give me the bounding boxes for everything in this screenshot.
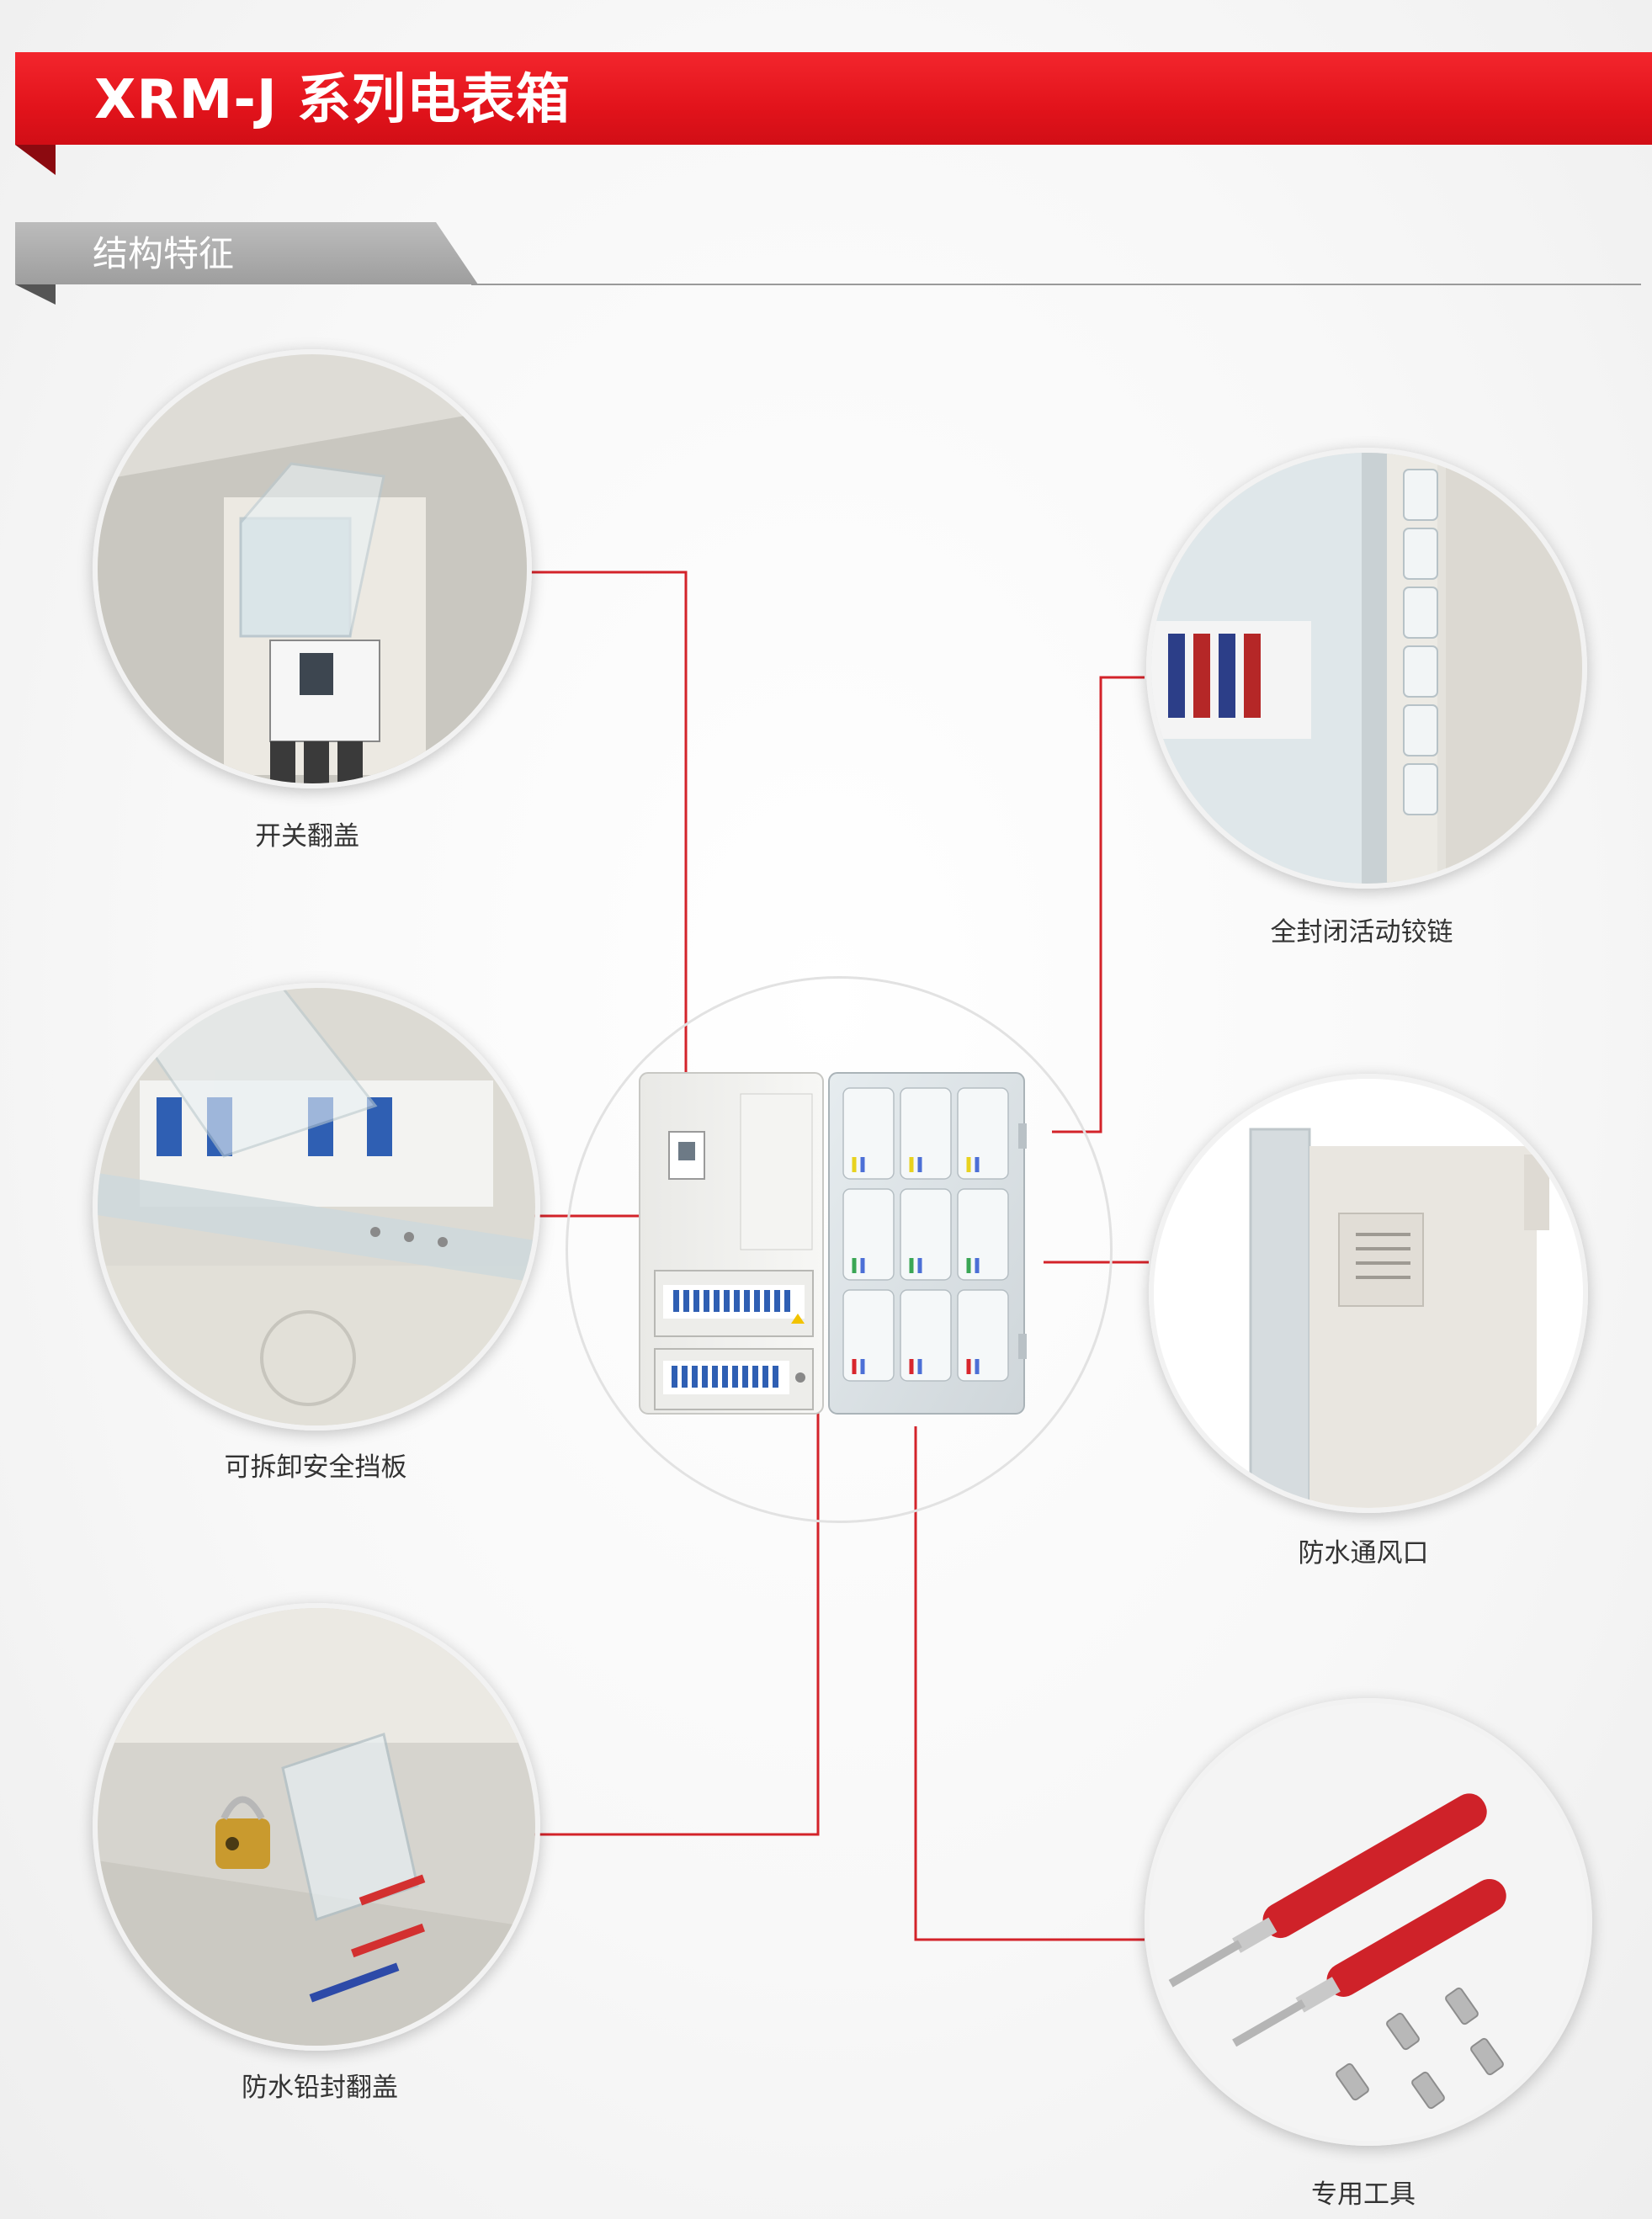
section-tab-fold (15, 284, 56, 305)
section-divider (471, 284, 1641, 285)
meter-box-photo (639, 1072, 1027, 1415)
feature-photo-seal-cover (93, 1603, 540, 2051)
feature-photo-switch-cover (93, 349, 532, 788)
connector-tools (914, 1426, 1145, 1941)
feature-photo-hinge (1146, 448, 1587, 889)
section-tab (15, 222, 478, 284)
connector-switch-cover (530, 571, 688, 1144)
safety-baffle-image (98, 988, 535, 1425)
feature-photo-safety-baffle (93, 983, 540, 1431)
caption-seal-cover: 防水铅封翻盖 (242, 2073, 398, 2103)
title-banner-fold (15, 145, 56, 175)
section-heading: 结构特征 (93, 233, 235, 274)
caption-vent: 防水通风口 (1298, 1538, 1429, 1569)
page-title: XRM-J 系列电表箱 (94, 69, 571, 131)
seal-cover-image (98, 1608, 535, 2046)
caption-tools: 专用工具 (1311, 2179, 1416, 2210)
center-product-ring (566, 976, 1113, 1523)
caption-hinge: 全封闭活动铰链 (1270, 917, 1453, 948)
title-banner (15, 52, 1652, 145)
tools-image (1150, 1703, 1587, 2141)
caption-safety-baffle: 可拆卸安全挡板 (224, 1452, 407, 1483)
connector-seal-cover (530, 1397, 820, 1836)
vent-image (1154, 1079, 1583, 1508)
feature-photo-vent (1149, 1074, 1588, 1513)
feature-photo-tools (1145, 1698, 1592, 2146)
caption-switch-cover: 开关翻盖 (255, 821, 359, 852)
hinge-image (1151, 453, 1582, 884)
connector-hinge (1052, 676, 1145, 1133)
switch-cover-image (98, 354, 527, 783)
